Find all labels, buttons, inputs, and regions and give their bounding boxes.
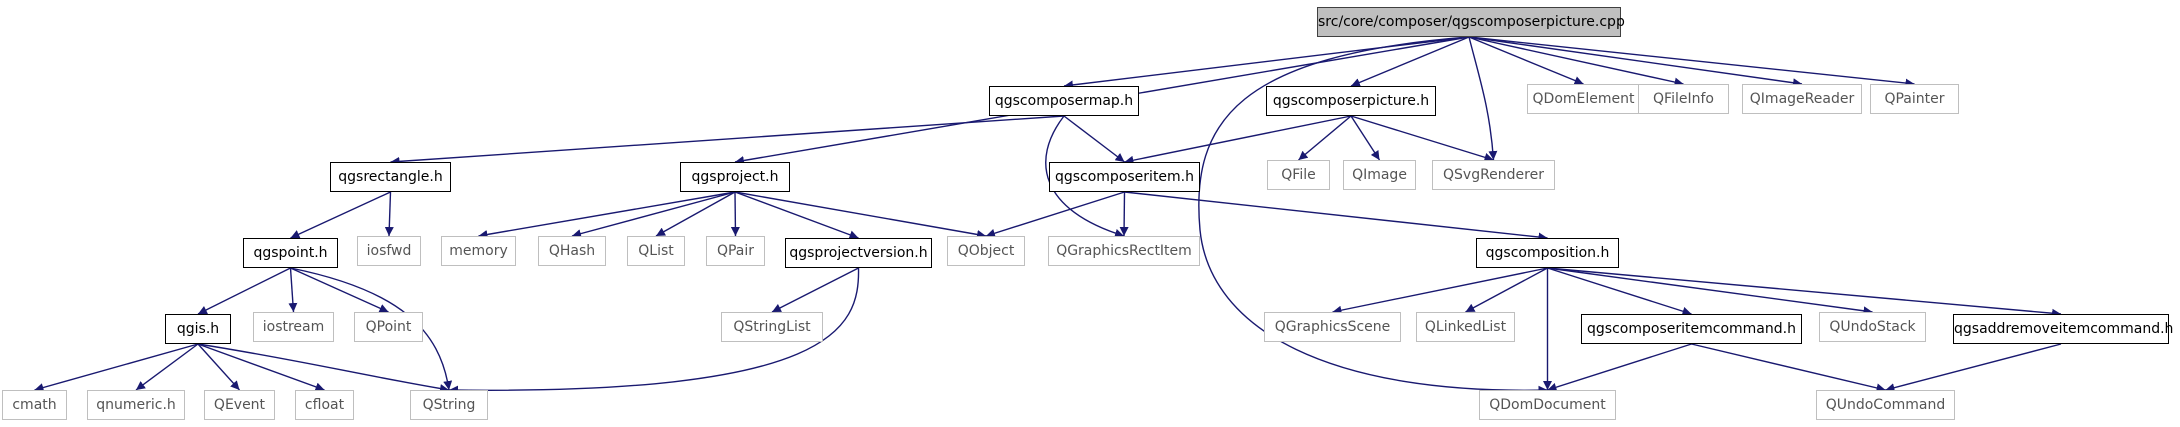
file-node-qfile[interactable]: QFile [1267,160,1330,190]
edge-rectangle-to-point [290,191,391,239]
file-node-qgraphicsrectitem[interactable]: QGraphicsRectItem [1048,236,1200,266]
file-node-qimagereader[interactable]: QImageReader [1742,84,1862,114]
file-node-qfileinfo[interactable]: QFileInfo [1638,84,1729,114]
file-node-qimage[interactable]: QImage [1343,160,1416,190]
edge-project-to-qhash [571,191,736,238]
edge-root-to-qdomelement [1468,36,1584,85]
file-node-qgscomposerpicture-h[interactable]: qgscomposerpicture.h [1266,86,1436,116]
edge-composeritem-to-qobject [985,191,1125,238]
edge-qgis-to-cfloat [197,343,325,392]
edge-root-to-composerpicture_h [1350,36,1470,87]
file-node-qsvgrenderer[interactable]: QSvgRenderer [1432,160,1555,190]
file-node-qpair[interactable]: QPair [706,236,765,266]
edge-addremoveitemcommand-to-qundocommand [1885,343,2062,393]
edge-composeritemcommand-to-qundocommand [1691,343,1886,393]
edge-composerpicture_h-to-composeritem [1124,115,1352,165]
edge-composeritem-to-qgraphicsrectitem [1119,191,1129,237]
file-node-qevent[interactable]: QEvent [204,390,275,420]
file-node-qdomelement[interactable]: QDomElement [1527,84,1640,114]
file-node-qundocommand[interactable]: QUndoCommand [1816,390,1955,420]
edge-composerpicture_h-to-qimage [1350,115,1381,161]
edge-project-to-qlist [655,191,736,237]
edge-qgis-to-qevent [197,343,241,391]
edge-composermap-to-rectangle [390,115,1065,166]
edge-rectangle-to-iosfwd [384,191,394,237]
edge-composeritem-to-composition [1124,191,1548,242]
file-node-cfloat[interactable]: cfloat [295,390,354,420]
file-node-qgsproject[interactable]: qgsproject.h [680,162,790,192]
edge-project-to-memory [478,191,736,239]
edge-root-to-qimagereader [1468,36,1803,88]
file-node-qlist[interactable]: QList [627,236,685,266]
edge-composition-to-composeritemcommand [1547,267,1692,316]
file-node-qgsrectangle[interactable]: qgsrectangle.h [330,162,451,192]
file-node-qpainter[interactable]: QPainter [1870,84,1959,114]
file-node-cmath[interactable]: cmath [2,390,67,420]
edge-project-to-qpair [730,191,740,237]
edge-composerpicture_h-to-qsvgrenderer [1350,115,1494,162]
file-node-qgsprojectversion[interactable]: qgsprojectversion.h [785,238,932,268]
file-node-qgscomposeritemcommand[interactable]: qgscomposeritemcommand.h [1581,314,1802,344]
edge-composeritemcommand-to-qdomdocument [1547,343,1692,392]
file-node-qundostack[interactable]: QUndoStack [1819,312,1926,342]
edge-composition-to-qundostack [1547,267,1873,316]
file-node-qgsaddremoveitemcommand[interactable]: qgsaddremoveitemcommand.h [1953,314,2173,344]
file-node-qlinkedlist[interactable]: QLinkedList [1416,312,1515,342]
file-node-root[interactable]: src/core/composer/qgscomposerpicture.cpp [1317,7,1625,37]
file-node-qdomdocument[interactable]: QDomDocument [1479,390,1616,420]
edge-point-to-qpoint [290,267,389,313]
edge-project-to-projectversion [734,191,859,240]
edge-composition-to-qgraphicsscene [1332,267,1548,315]
file-node-iostream[interactable]: iostream [253,312,334,342]
file-node-qgis[interactable]: qgis.h [165,314,231,344]
edge-point-to-iostream [288,267,298,313]
file-node-memory[interactable]: memory [441,236,516,266]
file-node-qgraphicsscene[interactable]: QGraphicsScene [1264,312,1401,342]
edge-qgis-to-cmath [34,343,199,392]
file-node-qpoint[interactable]: QPoint [354,312,423,342]
file-node-qstringlist[interactable]: QStringList [721,312,823,342]
edge-point-to-qgis [197,267,291,315]
file-node-qgspoint[interactable]: qgspoint.h [243,238,338,268]
edge-root-to-qfileinfo [1468,36,1684,87]
file-node-iosfwd[interactable]: iosfwd [357,236,421,266]
edge-root-to-qpainter [1468,36,1915,88]
edge-projectversion-to-qstringlist [771,267,859,313]
edge-qgis-to-qstring [197,343,450,393]
edge-qgis-to-qnumeric [135,343,199,391]
file-node-qnumeric[interactable]: qnumeric.h [87,390,185,420]
file-node-qstring[interactable]: QString [410,390,488,420]
edge-composerpicture_h-to-qfile [1298,115,1352,161]
file-node-qobject[interactable]: QObject [947,236,1025,266]
file-node-qgscomposermap[interactable]: qgscomposermap.h [989,86,1139,116]
edge-project-to-qobject [734,191,987,239]
edge-root-to-composermap [1063,36,1470,90]
edge-composition-to-qlinkedlist [1465,267,1548,313]
file-node-qgscomposition[interactable]: qgscomposition.h [1476,238,1619,268]
edge-composermap-to-composeritem [1063,115,1125,163]
edge-projectversion-to-qstring [448,267,860,395]
edge-composition-to-addremoveitemcommand [1547,267,2062,318]
file-node-qgscomposeritem[interactable]: qgscomposeritem.h [1049,162,1200,192]
file-node-qhash[interactable]: QHash [538,236,606,266]
edge-root-to-qdomdocument [1198,36,1548,395]
edge-root-to-qsvgrenderer [1468,36,1498,161]
